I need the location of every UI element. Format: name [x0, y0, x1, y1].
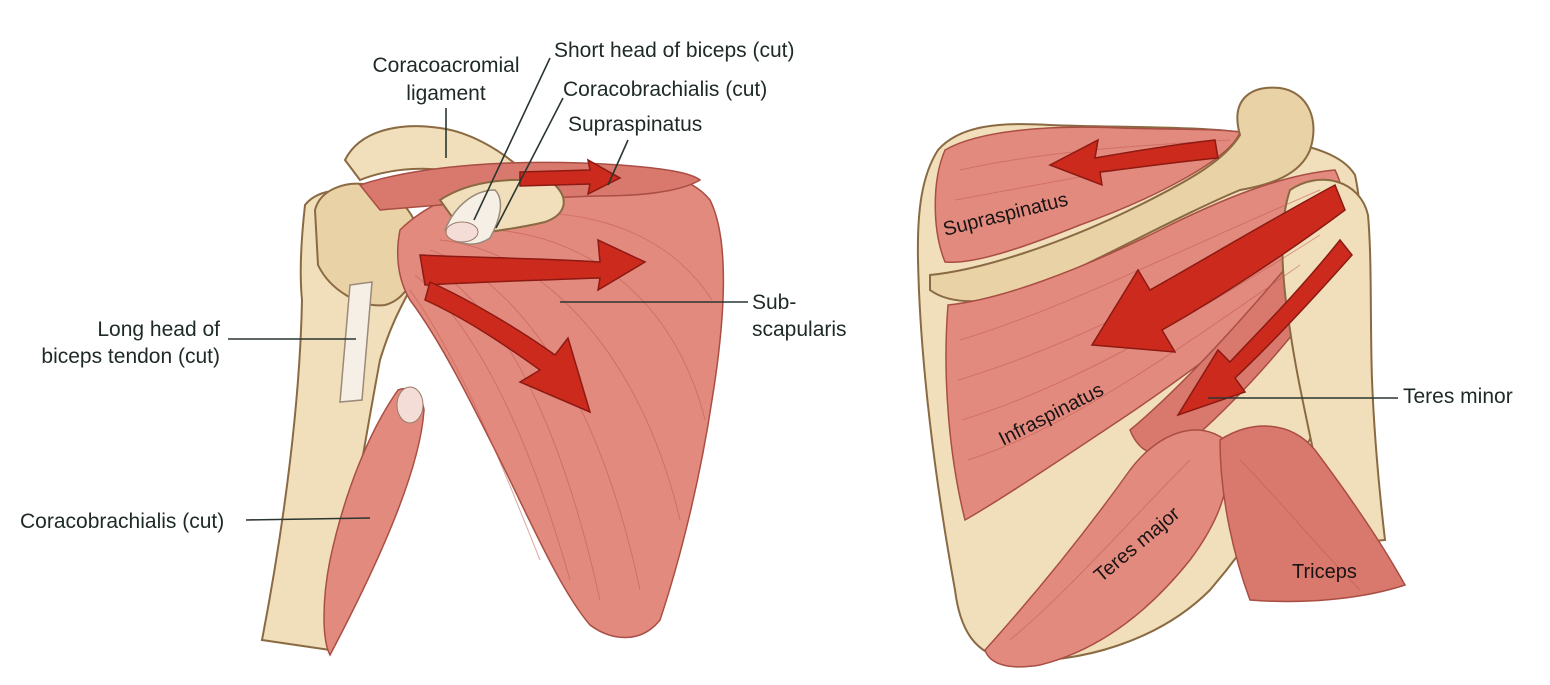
arrow-subscapularis-upper — [419, 238, 647, 292]
leader-supraspinatus — [607, 139, 629, 186]
coracobrachialis-cut — [396, 386, 424, 424]
label-coracobrachialis-top: Coracobrachialis (cut) — [563, 78, 767, 101]
label-supraspinatus-anterior: Supraspinatus — [568, 113, 702, 136]
coracobrachialis-muscle — [323, 388, 425, 657]
leader-coracobrachialis-bottom — [245, 517, 371, 521]
label-teres-minor: Teres minor — [1403, 385, 1513, 408]
leader-coracobrachialis-top — [495, 97, 564, 229]
posterior-view: Supraspinatus Infraspinatus Teres minor … — [916, 86, 1513, 668]
subscapularis-muscle — [396, 167, 725, 639]
label-coracoacromial-line1: Coracoacromial — [372, 54, 519, 77]
short-head-biceps-cut — [445, 221, 479, 243]
arrow-teres-minor — [1176, 238, 1353, 417]
label-subscapularis-line1: Sub- — [752, 291, 796, 314]
leader-short-head — [473, 57, 551, 221]
triceps-muscle — [1219, 425, 1407, 603]
arrow-infraspinatus — [1090, 183, 1346, 353]
arrow-subscapularis-lower — [424, 280, 592, 414]
anterior-view: Coracoacromial ligament Short head of bi… — [20, 39, 847, 657]
label-long-head-line1: Long head of — [97, 318, 220, 341]
long-head-biceps-tendon — [339, 281, 373, 403]
label-triceps: Triceps — [1292, 561, 1357, 583]
arrow-supraspinatus-posterior — [1048, 138, 1219, 187]
label-coracoacromial-line2: ligament — [406, 82, 486, 105]
label-subscapularis-line2: scapularis — [752, 318, 847, 341]
label-short-head-biceps: Short head of biceps (cut) — [554, 39, 794, 62]
label-coracobrachialis-bottom: Coracobrachialis (cut) — [20, 510, 224, 533]
label-long-head-line2: biceps tendon (cut) — [41, 345, 220, 368]
arrow-supraspinatus-anterior — [519, 158, 622, 196]
